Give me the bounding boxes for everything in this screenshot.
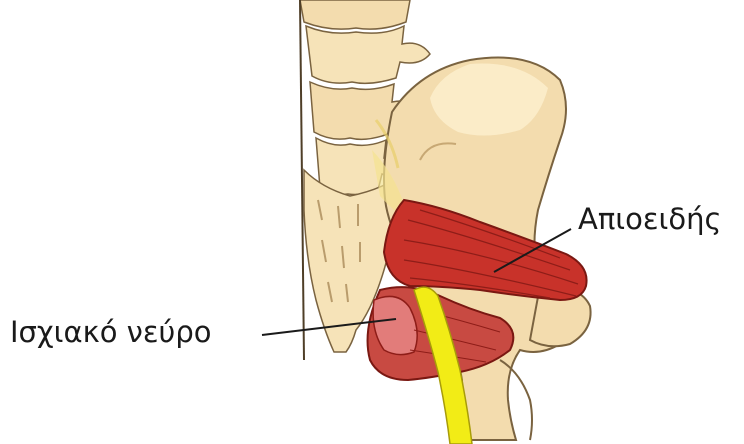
piriformis-label: Απιοειδής bbox=[578, 205, 722, 234]
sciatic-nerve-label: Ισχιακό νεύρο bbox=[10, 318, 211, 347]
